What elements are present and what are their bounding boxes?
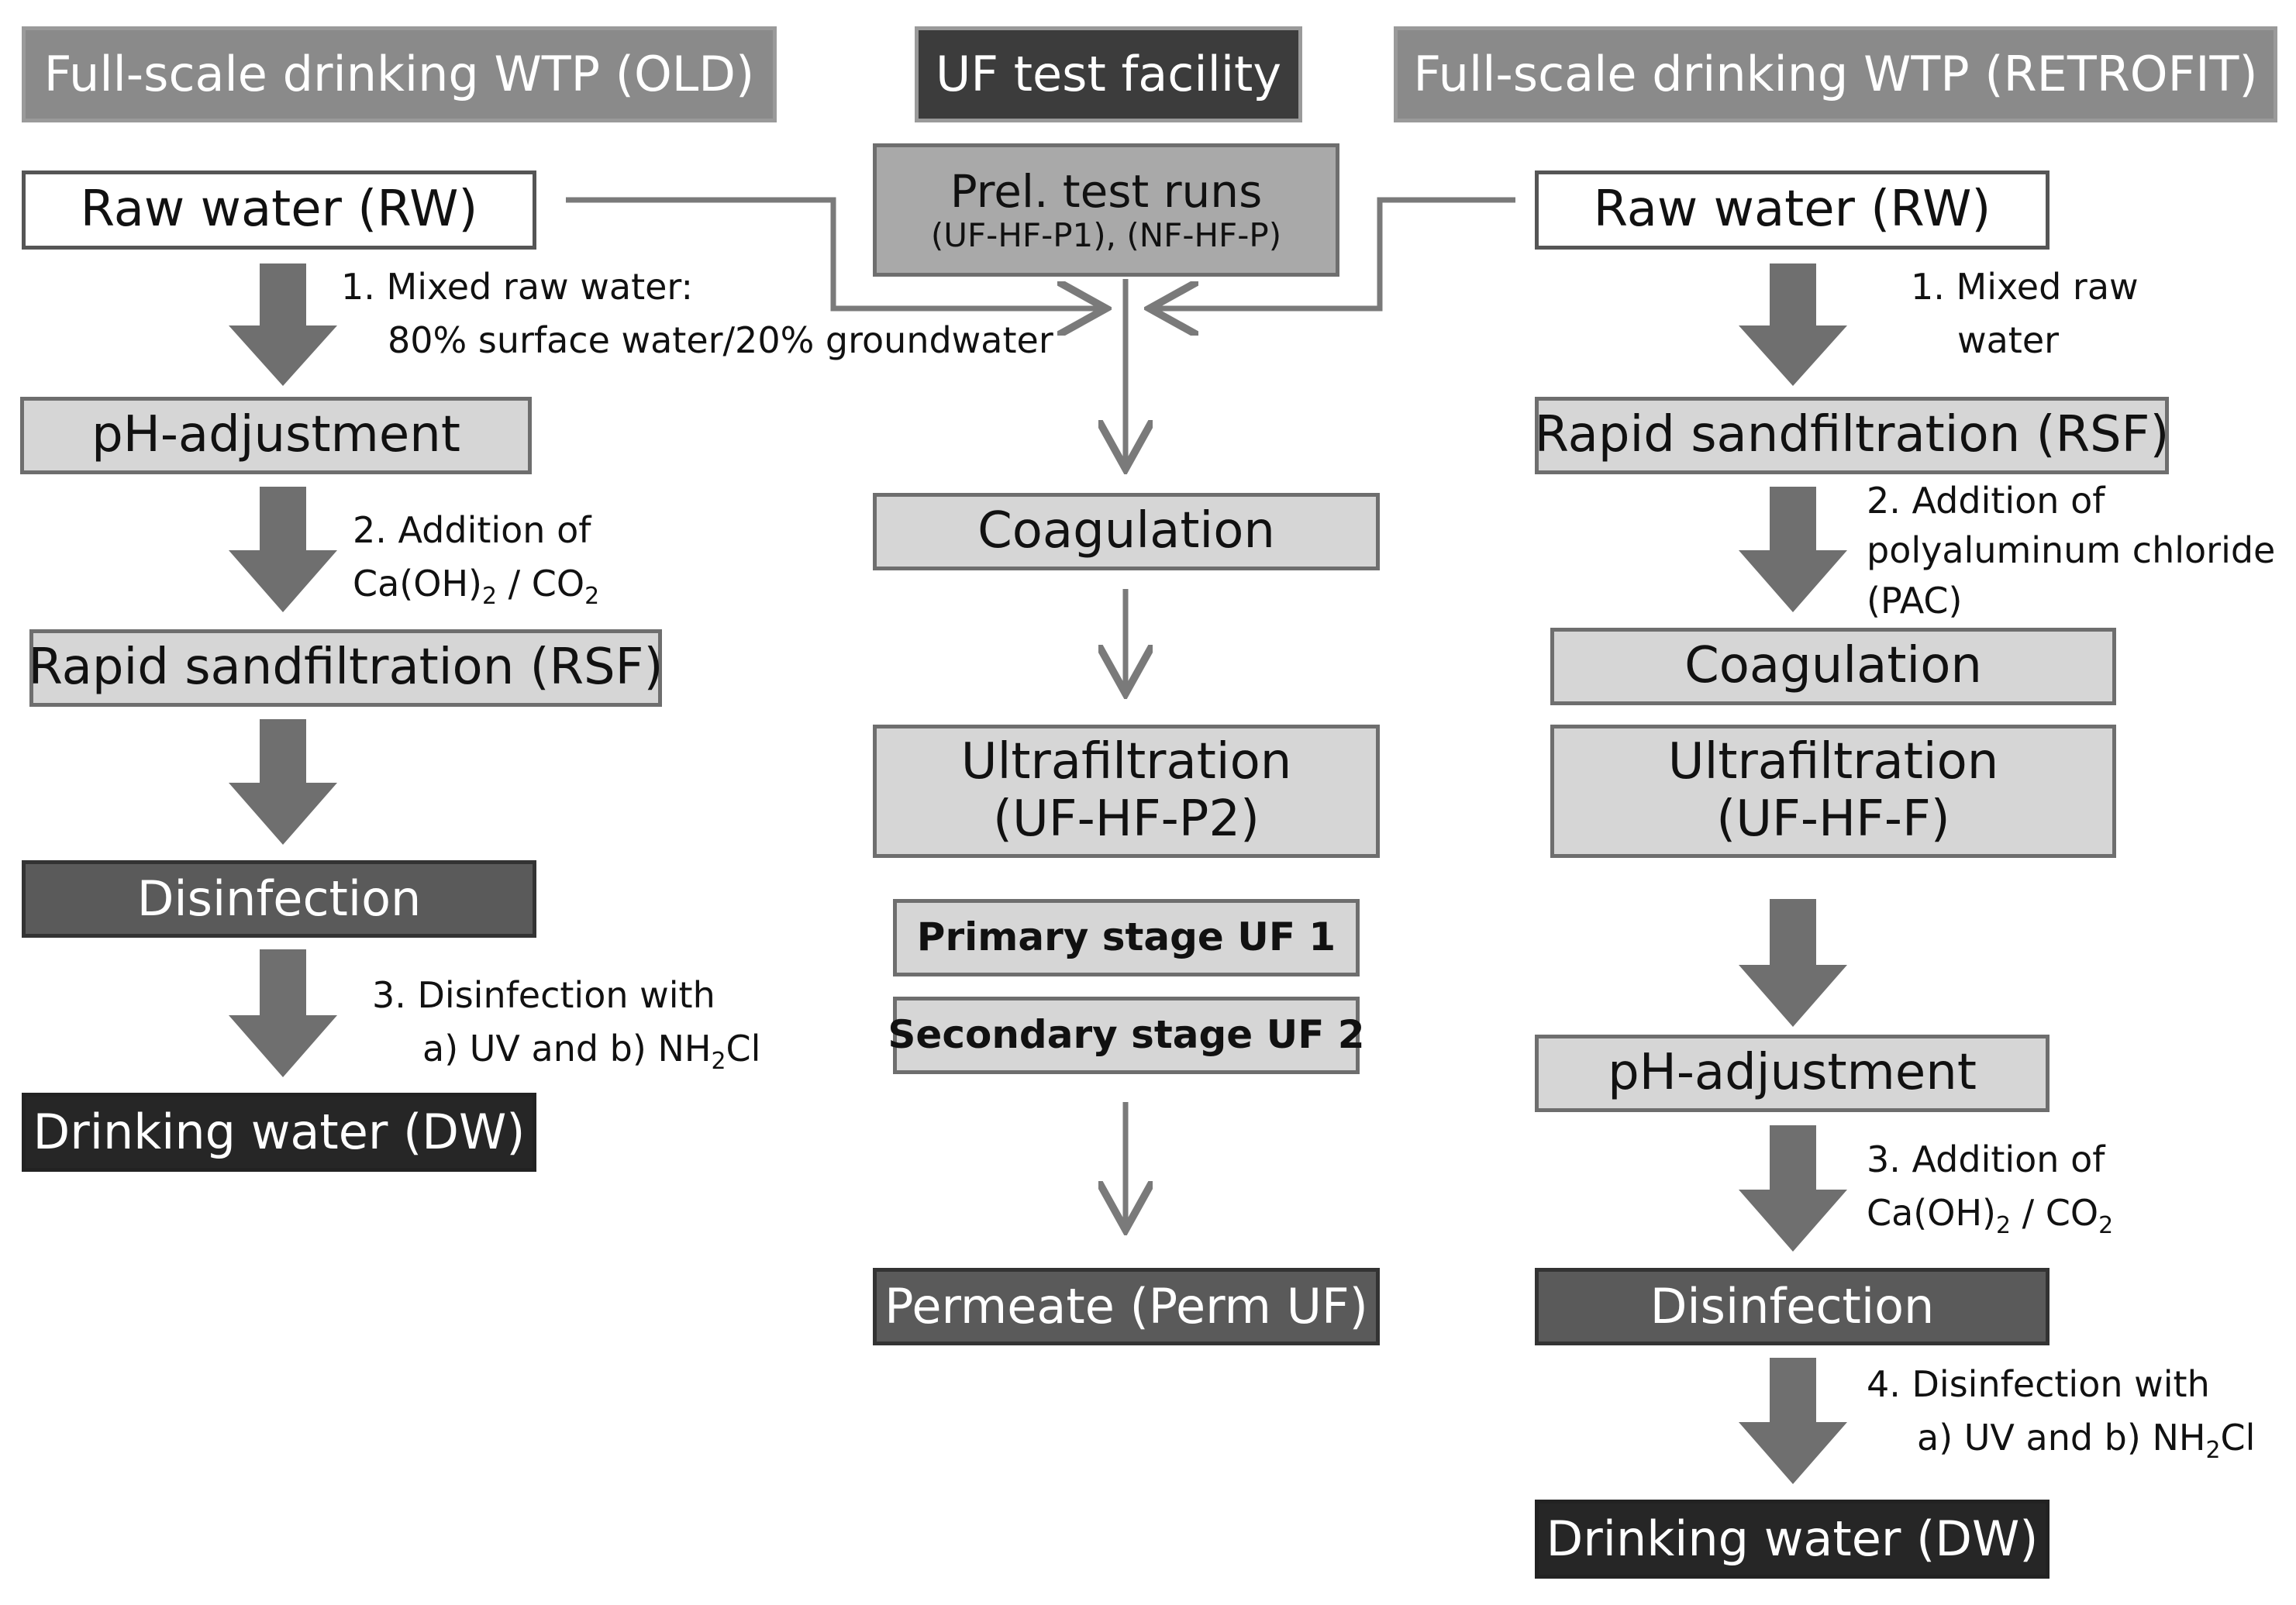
block-arrow [229, 719, 337, 845]
test-header: UF test facility [915, 26, 1302, 122]
rw-retrofit-to-test [1155, 197, 1515, 308]
retrofit-coagulation: Coagulation [1550, 628, 2116, 705]
block-arrow [1739, 899, 1847, 1027]
block-arrow [229, 487, 337, 612]
block-arrow [1739, 263, 1847, 386]
permeate: Permeate (Perm UF) [873, 1268, 1380, 1345]
retrofit-drinking-water: Drinking water (DW) [1535, 1500, 2050, 1579]
old-disinfection: Disinfection [22, 860, 536, 938]
test-uf-line-2: (UF-HF-P2) [992, 790, 1260, 848]
old-rsf: Rapid sandfiltration (RSF) [29, 629, 663, 707]
retrofit-raw-water: Raw water (RW) [1535, 170, 2050, 250]
prel-line-2: (UF-HF-P1), (NF-HF-P) [930, 216, 1282, 255]
retrofit-note-1: 1. Mixed raw water [1911, 266, 2139, 361]
block-arrow [1739, 1358, 1847, 1484]
retrofit-ph-adjustment: pH-adjustment [1535, 1035, 2050, 1112]
block-arrow [1739, 1125, 1847, 1252]
block-arrow [229, 263, 337, 386]
test-uf-line-1: Ultrafiltration [960, 733, 1292, 791]
secondary-stage-uf2: Secondary stage UF 2 [888, 997, 1365, 1074]
retrofit-block-arrows [1739, 263, 1847, 1484]
retrofit-note-2: 2. Addition of polyaluminum chloride (PA… [1867, 480, 2276, 622]
old-ph-adjustment: pH-adjustment [20, 397, 532, 474]
old-block-arrows [229, 263, 337, 1077]
retrofit-uf-line-1: Ultrafiltration [1667, 733, 1999, 791]
retrofit-disinfection: Disinfection [1535, 1268, 2050, 1345]
test-ultrafiltration: Ultrafiltration (UF-HF-P2) [873, 725, 1380, 858]
test-coagulation: Coagulation [873, 493, 1380, 570]
old-note-1: 1. Mixed raw water: 80% surface water/20… [341, 266, 1053, 361]
primary-stage-uf1: Primary stage UF 1 [893, 899, 1360, 976]
old-note-3: 3. Disinfection with a) UV and b) NH2Cl [372, 974, 761, 1076]
retrofit-note-4: 4. Disinfection with a) UV and b) NH2Cl [1867, 1363, 2256, 1465]
retrofit-rsf: Rapid sandfiltration (RSF) [1535, 397, 2169, 474]
old-note-2: 2. Addition of Ca(OH)2 / CO2 [353, 509, 600, 611]
retrofit-uf-line-2: (UF-HF-F) [1716, 790, 1950, 848]
retrofit-note-3: 3. Addition of Ca(OH)2 / CO2 [1867, 1138, 2114, 1240]
rw-old-to-test [566, 197, 1101, 308]
thin-lines [566, 197, 1515, 1224]
block-arrow [229, 949, 337, 1077]
old-header: Full-scale drinking WTP (OLD) [22, 26, 777, 122]
retrofit-ultrafiltration: Ultrafiltration (UF-HF-F) [1550, 725, 2116, 858]
prel-test-runs: Prel. test runs (UF-HF-P1), (NF-HF-P) [873, 143, 1339, 277]
prel-line-1: Prel. test runs [950, 164, 1263, 218]
old-drinking-water: Drinking water (DW) [22, 1093, 536, 1172]
retrofit-header: Full-scale drinking WTP (RETROFIT) [1394, 26, 2277, 122]
block-arrow [1739, 487, 1847, 612]
old-raw-water: Raw water (RW) [22, 170, 536, 250]
